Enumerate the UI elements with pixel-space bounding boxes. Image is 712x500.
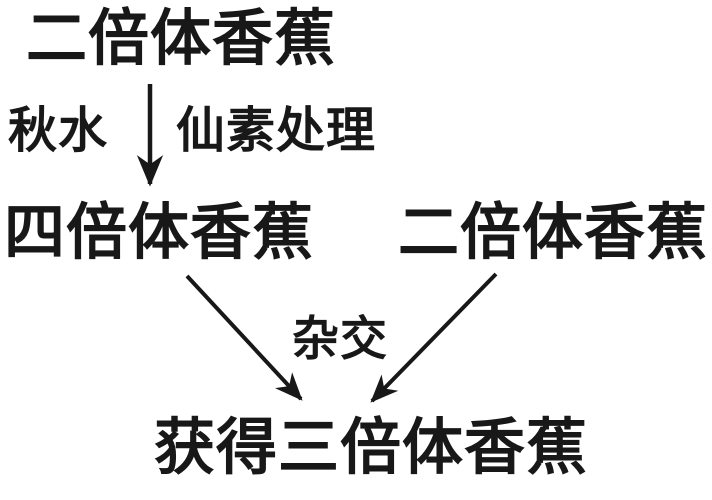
tetraploid-banana-node: 四倍体香蕉 — [4, 200, 315, 267]
treatment-label-right: 仙素处理 — [176, 103, 377, 158]
diploid-banana-top-node: 二倍体香蕉 — [26, 6, 337, 73]
treatment-label-left: 秋水 — [8, 103, 109, 158]
hybridization-label: 杂交 — [292, 314, 388, 366]
triploid-banana-result-node: 获得三倍体香蕉 — [154, 415, 589, 482]
cross-arrow-left — [185, 274, 303, 401]
cross-arrow-right — [370, 272, 498, 403]
diploid-banana-right-node: 二倍体香蕉 — [398, 200, 709, 267]
